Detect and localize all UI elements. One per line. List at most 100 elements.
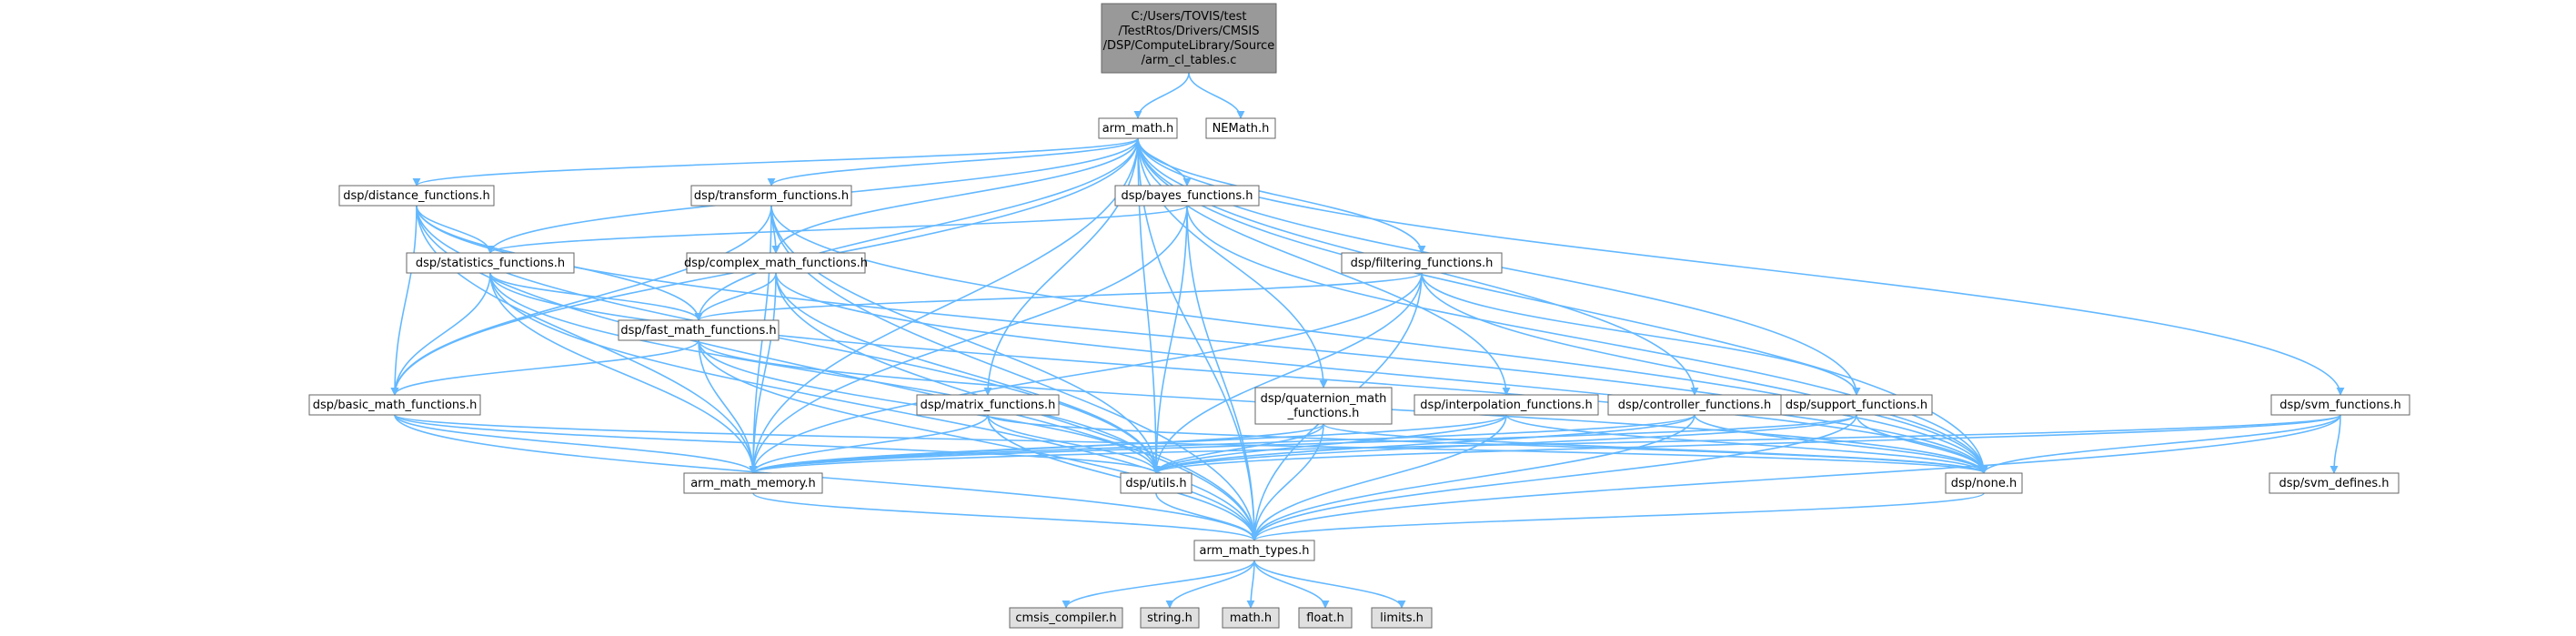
- node-svmdefines[interactable]: dsp/svm_defines.h: [2269, 472, 2400, 494]
- edge-transform-to-basicmath: [390, 205, 772, 396]
- node-box: [2269, 472, 2400, 494]
- node-label: dsp/matrix_functions.h: [921, 399, 1056, 412]
- node-box: [1222, 607, 1280, 629]
- node-label: C:/Users/TOVIS/test: [1132, 10, 1247, 24]
- node-label: dsp/filtering_functions.h: [1351, 257, 1494, 270]
- edge-bayes-to-types: [1186, 205, 1259, 541]
- node-basicmath[interactable]: dsp/basic_math_functions.h: [308, 394, 481, 416]
- node-label: cmsis_compiler.h: [1015, 611, 1116, 625]
- edge-transform-to-none: [770, 205, 1988, 474]
- edge-root-to-arm_math: [1133, 72, 1190, 119]
- edge-bayes-to-statistics: [486, 205, 1188, 254]
- edge-basicmath-to-memory: [394, 414, 758, 474]
- node-box: [1098, 117, 1178, 139]
- edge-complex-to-fastmath: [694, 272, 777, 321]
- edge-filtering-to-memory: [749, 272, 1423, 474]
- edge-interpolation-to-types: [1250, 414, 1507, 541]
- edge-controller-to-utils: [1152, 414, 1696, 474]
- edge-filtering-to-none: [1421, 272, 1988, 474]
- edge-transform-to-utils: [770, 205, 1161, 474]
- node-box: [1298, 607, 1353, 629]
- node-support[interactable]: dsp/support_functions.h: [1780, 394, 1933, 416]
- node-label: dsp/interpolation_functions.h: [1420, 399, 1592, 412]
- edge-filtering-to-fastmath: [694, 272, 1423, 321]
- edge-types-to-mathh: [1246, 560, 1255, 609]
- node-box: [308, 394, 481, 416]
- edge-fastmath-to-memory: [698, 339, 758, 474]
- node-cmsis: cmsis_compiler.h: [1009, 607, 1123, 629]
- node-matrix[interactable]: dsp/matrix_functions.h: [916, 394, 1060, 416]
- node-label: math.h: [1230, 611, 1272, 625]
- edge-basicmath-to-none: [394, 414, 1988, 474]
- node-box: [1120, 472, 1192, 494]
- edge-statistics-to-basicmath: [390, 272, 491, 396]
- node-distance[interactable]: dsp/distance_functions.h: [338, 185, 495, 207]
- node-mathh: math.h: [1222, 607, 1280, 629]
- node-interpolation[interactable]: dsp/interpolation_functions.h: [1414, 394, 1599, 416]
- node-label: dsp/none.h: [1951, 477, 2017, 490]
- node-box: [1780, 394, 1933, 416]
- node-complex[interactable]: dsp/complex_math_functions.h: [684, 252, 868, 274]
- node-controller[interactable]: dsp/controller_functions.h: [1607, 394, 1782, 416]
- edge-arm_math-to-filtering: [1137, 137, 1426, 254]
- node-quaternion[interactable]: dsp/quaternion_math_functions.h: [1254, 387, 1393, 425]
- node-svm[interactable]: dsp/svm_functions.h: [2270, 394, 2410, 416]
- edge-memory-to-types: [752, 492, 1259, 541]
- node-label: dsp/svm_functions.h: [2279, 399, 2401, 412]
- node-box: [2270, 394, 2410, 416]
- node-transform[interactable]: dsp/transform_functions.h: [690, 185, 852, 207]
- edge-controller-to-memory: [749, 414, 1696, 474]
- node-label: dsp/bayes_functions.h: [1121, 189, 1253, 203]
- node-memory[interactable]: arm_math_memory.h: [683, 472, 823, 494]
- edge-statistics-to-fastmath: [489, 272, 703, 321]
- edge-fastmath-to-basicmath: [390, 339, 699, 396]
- node-label: string.h: [1147, 611, 1192, 625]
- node-box: [1371, 607, 1433, 629]
- edge-quaternion-to-utils: [1152, 423, 1324, 474]
- node-root: C:/Users/TOVIS/test/TestRtos/Drivers/CMS…: [1101, 3, 1277, 74]
- edge-support-to-memory: [749, 414, 1857, 474]
- node-label: dsp/transform_functions.h: [694, 189, 849, 203]
- node-bayes[interactable]: dsp/bayes_functions.h: [1114, 185, 1260, 207]
- node-box: [1945, 472, 2023, 494]
- node-label: dsp/svm_defines.h: [2279, 477, 2389, 490]
- node-arm_math[interactable]: arm_math.h: [1098, 117, 1178, 139]
- node-label: dsp/distance_functions.h: [343, 189, 490, 203]
- node-fastmath[interactable]: dsp/fast_math_functions.h: [618, 319, 780, 341]
- node-label: limits.h: [1380, 611, 1424, 625]
- node-statistics[interactable]: dsp/statistics_functions.h: [406, 252, 575, 274]
- edge-statistics-to-types: [489, 272, 1259, 541]
- edge-arm_math-to-svm: [1137, 137, 2345, 396]
- edge-arm_math-to-transform: [767, 137, 1139, 187]
- edge-statistics-to-utils: [489, 272, 1161, 474]
- node-types[interactable]: arm_math_types.h: [1193, 540, 1315, 561]
- edge-bayes-to-utils: [1152, 205, 1188, 474]
- edge-controller-to-none: [1694, 414, 1988, 474]
- node-filtering[interactable]: dsp/filtering_functions.h: [1341, 252, 1503, 274]
- edge-matrix-to-memory: [749, 414, 989, 474]
- edge-filtering-to-utils: [1152, 272, 1423, 474]
- edge-svm-to-svmdefines: [2329, 414, 2341, 474]
- node-box: [1140, 607, 1200, 629]
- edge-types-to-limits: [1253, 560, 1406, 609]
- edge-interpolation-to-utils: [1152, 414, 1507, 474]
- node-none[interactable]: dsp/none.h: [1945, 472, 2023, 494]
- node-box: [1205, 117, 1276, 139]
- node-box: [338, 185, 495, 207]
- node-string: string.h: [1140, 607, 1200, 629]
- node-label: dsp/basic_math_functions.h: [313, 399, 478, 412]
- node-box: [1341, 252, 1503, 274]
- node-float: float.h: [1298, 607, 1353, 629]
- node-label: dsp/support_functions.h: [1786, 399, 1927, 412]
- edge-support-to-utils: [1152, 414, 1857, 474]
- edge-utils-to-types: [1155, 492, 1259, 541]
- edge-basicmath-to-types: [394, 414, 1259, 541]
- node-utils[interactable]: dsp/utils.h: [1120, 472, 1192, 494]
- node-label: /arm_cl_tables.c: [1142, 54, 1237, 67]
- node-box: [683, 472, 823, 494]
- edge-complex-to-memory: [749, 272, 777, 474]
- node-nemath[interactable]: NEMath.h: [1205, 117, 1276, 139]
- node-label: NEMath.h: [1213, 122, 1270, 136]
- edge-arm_math-to-interpolation: [1137, 137, 1511, 396]
- edge-types-to-string: [1165, 560, 1255, 609]
